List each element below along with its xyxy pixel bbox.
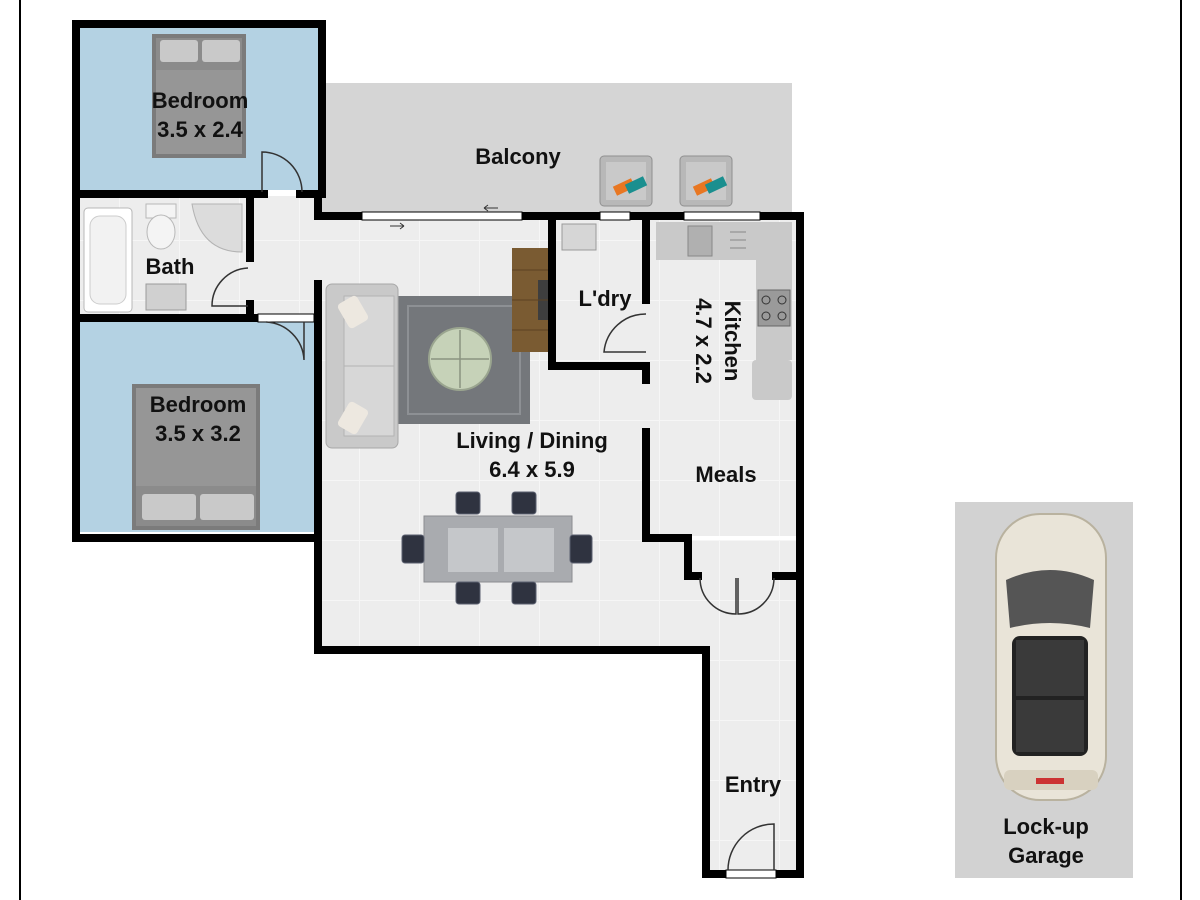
sofa-icon bbox=[325, 283, 399, 449]
bedroom1-label: Bedroom 3.5 x 2.4 bbox=[130, 86, 270, 144]
garage-label: Lock-up Garage bbox=[966, 812, 1126, 870]
room-size: 4.7 x 2.2 bbox=[691, 298, 716, 384]
door-swing-icon bbox=[211, 151, 775, 871]
entry-label: Entry bbox=[708, 770, 798, 799]
entry-floor bbox=[705, 575, 800, 872]
walls bbox=[72, 20, 804, 878]
room-name: Bedroom bbox=[151, 88, 249, 113]
room-size: 3.5 x 2.4 bbox=[157, 117, 243, 142]
room-name: Balcony bbox=[475, 144, 561, 169]
room-name: Bedroom bbox=[149, 392, 247, 417]
bedroom2-label: Bedroom 3.5 x 3.2 bbox=[128, 390, 268, 448]
sink-icon bbox=[687, 225, 746, 257]
balcony-label: Balcony bbox=[448, 142, 588, 171]
bath-label: Bath bbox=[120, 252, 220, 281]
room-size: 6.4 x 5.9 bbox=[489, 457, 575, 482]
stove-icon bbox=[757, 289, 791, 327]
armchair-icon bbox=[599, 155, 653, 207]
room-size: 3.5 x 3.2 bbox=[155, 421, 241, 446]
kitchen-label: Kitchen 4.7 x 2.2 bbox=[689, 271, 747, 411]
garage-name-line1: Lock-up bbox=[1003, 814, 1089, 839]
car-icon bbox=[995, 513, 1107, 801]
laundry-tub-icon bbox=[561, 223, 597, 251]
bathtub-icon bbox=[83, 207, 133, 313]
room-name: Bath bbox=[145, 254, 195, 279]
sink-icon bbox=[145, 283, 187, 311]
sideboard-icon bbox=[512, 248, 552, 352]
room-name: Entry bbox=[724, 772, 782, 797]
room-name: L'dry bbox=[578, 286, 632, 311]
shower-icon bbox=[191, 203, 243, 253]
dining-table-icon bbox=[401, 491, 593, 605]
hall-floor bbox=[250, 196, 320, 316]
armchair-icon bbox=[679, 155, 733, 207]
laundry-label: L'dry bbox=[560, 284, 650, 313]
room-name: Living / Dining bbox=[456, 428, 608, 453]
meals-label: Meals bbox=[676, 460, 776, 489]
left-frame-border bbox=[19, 0, 21, 900]
toilet-icon bbox=[145, 203, 177, 250]
garage-name-line2: Garage bbox=[1008, 843, 1084, 868]
bed-icon bbox=[132, 384, 260, 530]
living-label: Living / Dining 6.4 x 5.9 bbox=[432, 426, 632, 484]
bed-icon bbox=[152, 34, 246, 158]
room-name: Meals bbox=[695, 462, 757, 487]
room-name: Kitchen bbox=[720, 300, 745, 382]
right-frame-border bbox=[1180, 0, 1182, 900]
